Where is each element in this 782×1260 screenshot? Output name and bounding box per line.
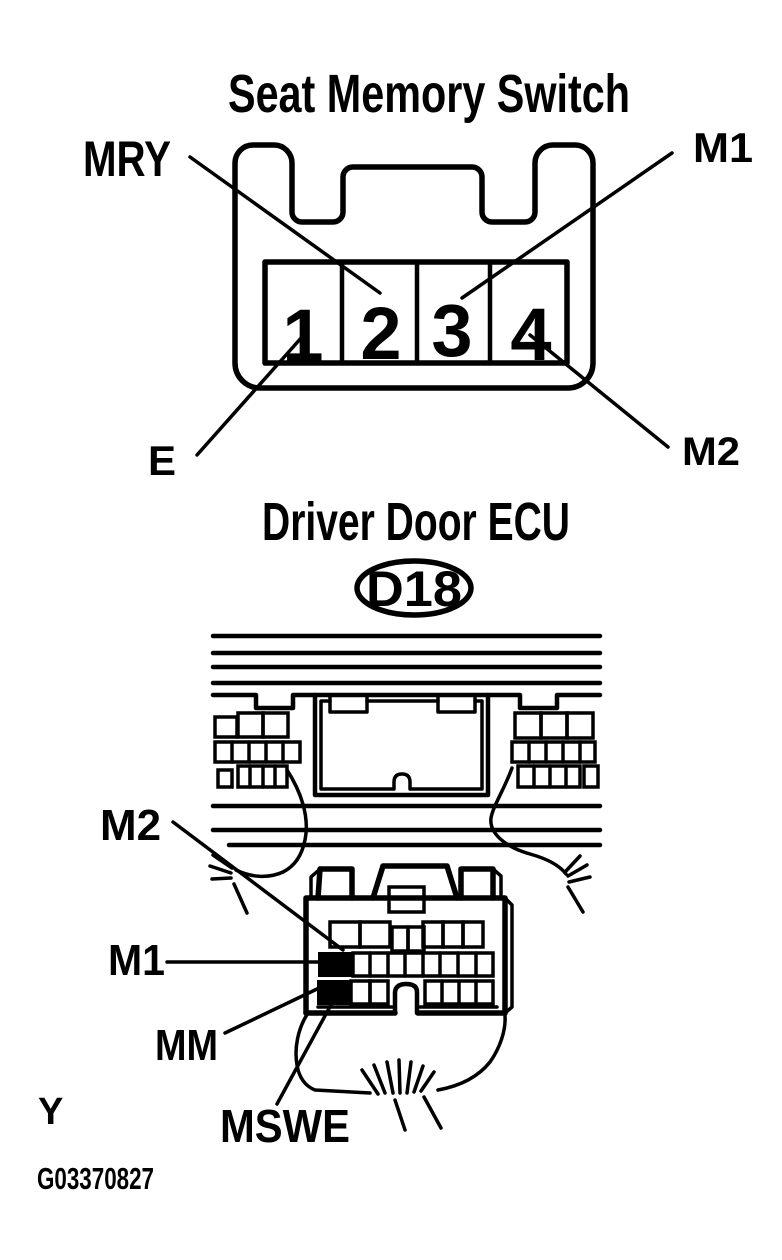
connector-row1-cells bbox=[328, 920, 485, 953]
pin-1: 1 bbox=[282, 294, 323, 377]
pin-3: 3 bbox=[431, 289, 472, 372]
label-mswe: MSWE bbox=[220, 1100, 350, 1152]
leader-line-mm bbox=[223, 987, 319, 1035]
label-mry: MRY bbox=[83, 131, 171, 187]
wire-strands bbox=[393, 1095, 443, 1132]
leader-line-m2-top bbox=[528, 333, 670, 449]
ecu-left-pin-grid bbox=[213, 711, 302, 789]
wire-fray-fan bbox=[360, 1058, 436, 1096]
label-m2-top: M2 bbox=[682, 430, 740, 474]
door-panel-lines bbox=[210, 633, 603, 848]
corner-mark: Y bbox=[38, 1091, 63, 1133]
label-m1-bottom: M1 bbox=[108, 936, 165, 985]
switch-pin-numbers: 1 2 3 4 bbox=[282, 289, 551, 377]
wire-lead-left bbox=[208, 768, 308, 915]
driver-door-ecu-diagram: Driver Door ECU D18 bbox=[100, 492, 603, 1152]
leader-line-m1-top bbox=[460, 151, 674, 300]
label-e: E bbox=[148, 437, 176, 484]
wire-lead-right bbox=[489, 766, 592, 914]
terminal-mswe-highlight bbox=[334, 980, 351, 1005]
label-mm: MM bbox=[155, 1021, 218, 1070]
leader-line-mry bbox=[188, 155, 382, 295]
ecu-center-opening bbox=[312, 692, 491, 798]
connector-row3-cells bbox=[317, 979, 495, 1006]
seat-memory-switch-diagram: Seat Memory Switch 1 2 3 4 MRY M1 E M2 bbox=[83, 64, 753, 484]
leader-line-mswe bbox=[275, 1001, 334, 1106]
leader-line-m2-bottom bbox=[171, 820, 345, 952]
leader-line-e bbox=[195, 335, 304, 457]
ecu-connector-body bbox=[303, 863, 514, 1016]
figure-id: G03370827 bbox=[37, 1161, 154, 1196]
connector-id: D18 bbox=[366, 561, 462, 617]
connector-row2-cells bbox=[318, 951, 495, 978]
label-m1-top: M1 bbox=[693, 124, 753, 171]
terminal-mm-highlight bbox=[317, 980, 335, 1005]
ecu-right-pin-grid bbox=[510, 711, 600, 789]
label-m2-bottom: M2 bbox=[100, 801, 161, 850]
switch-connector-outline bbox=[232, 142, 596, 391]
pin-2: 2 bbox=[360, 292, 401, 375]
driver-door-ecu-title: Driver Door ECU bbox=[262, 492, 570, 552]
terminal-m1-m2-highlight bbox=[318, 952, 354, 977]
connector-id-badge: D18 bbox=[354, 558, 474, 618]
seat-memory-switch-title: Seat Memory Switch bbox=[228, 64, 630, 124]
